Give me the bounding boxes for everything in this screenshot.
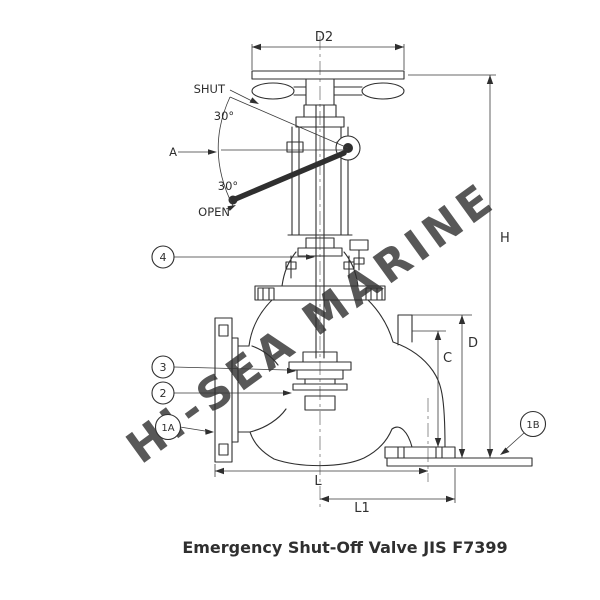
bonnet-outline	[254, 237, 386, 301]
callout-label-2: 2	[160, 387, 167, 400]
callout-label-1b: 1B	[526, 420, 539, 431]
label-angle-lower: 30°	[218, 179, 238, 193]
label-open: OPEN	[198, 205, 230, 219]
lever-assembly	[217, 96, 361, 207]
annotation-leader-lines	[178, 89, 252, 210]
lever-annotations: SHUT OPEN 30° 30° A	[169, 82, 259, 219]
callout-balloon-1b	[519, 410, 547, 438]
lever-travel-arc	[217, 96, 349, 207]
callout-label-4: 4	[160, 251, 167, 264]
dim-label-d: D	[468, 336, 478, 351]
callout-balloon-2	[151, 381, 175, 405]
body-outline	[214, 299, 533, 467]
callout-label-1a: 1A	[161, 423, 174, 434]
dim-label-h: H	[500, 231, 510, 246]
dimension-lines	[214, 44, 496, 503]
centerlines	[319, 36, 429, 507]
handwheel	[251, 70, 405, 128]
handwheel-rim-right	[361, 82, 405, 100]
valve-body	[214, 299, 533, 467]
callout-balloon-1a	[154, 413, 182, 441]
dim-label-c: C	[443, 351, 452, 366]
label-lever-position-a: A	[169, 145, 177, 159]
handwheel-rim-left	[251, 82, 295, 100]
drawing-title: Emergency Shut-Off Valve JIS F7399	[182, 538, 507, 557]
bonnet	[254, 237, 386, 301]
dim-label-d2: D2	[315, 30, 333, 45]
dim-label-l: L	[314, 474, 322, 489]
label-shut: SHUT	[194, 82, 226, 96]
trim-internals	[288, 351, 352, 411]
dim-label-l1: L1	[354, 501, 370, 516]
callout-balloon-4	[151, 245, 175, 269]
callout-balloon-3	[151, 355, 175, 379]
handwheel-outline	[251, 70, 405, 128]
lever-arm	[230, 150, 347, 203]
dimensions: D2 H D C L L1	[214, 30, 510, 516]
callout-label-3: 3	[160, 361, 167, 374]
centerline	[319, 36, 429, 507]
callout-leader-lines	[173, 256, 525, 452]
part-callouts: 4 3 2 1A 1B	[151, 245, 547, 455]
label-angle-upper: 30°	[214, 109, 234, 123]
